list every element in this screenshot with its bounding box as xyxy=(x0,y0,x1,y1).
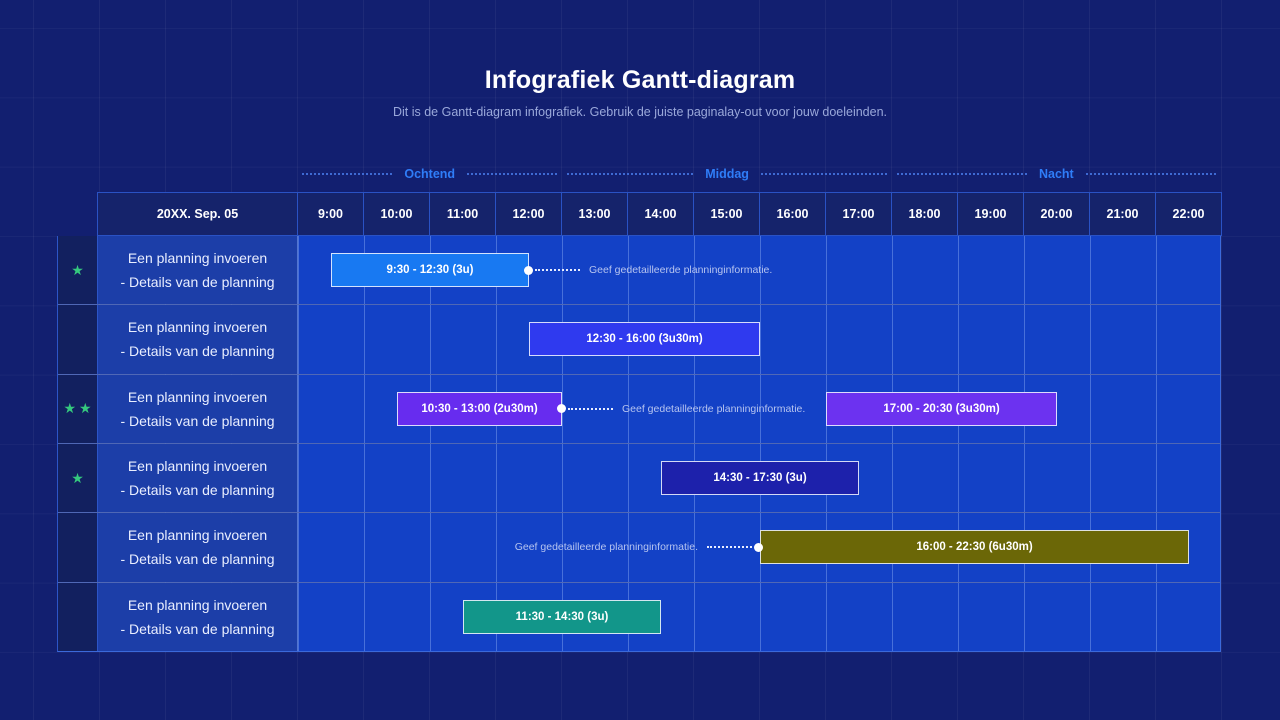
annotation-dotted-connector xyxy=(535,269,580,272)
task-row-6: Een planning invoeren - Details van de pl… xyxy=(58,582,1220,651)
phase-dotted-line xyxy=(760,173,887,175)
phase-label-ochtend: Ochtend xyxy=(404,167,456,181)
task-label-line: - Details van de planning xyxy=(120,551,275,568)
time-header-2200: 22:00 xyxy=(1155,192,1222,236)
gantt-bar[interactable]: 12:30 - 16:00 (3u30m) xyxy=(529,322,760,357)
phase-segment-middag: Middag xyxy=(562,165,891,183)
annotation-dotted-connector xyxy=(707,546,752,549)
bar-annotation: Geef gedetailleerde planninginformatie. xyxy=(524,264,779,276)
time-header-1200: 12:00 xyxy=(495,192,562,236)
annotation-dot-icon xyxy=(754,542,763,552)
phase-dotted-line xyxy=(567,173,694,175)
annotation-dot-icon xyxy=(524,265,533,275)
phase-label-nacht: Nacht xyxy=(1038,167,1074,181)
task-label-line: Een planning invoeren xyxy=(127,596,268,613)
gantt-bar[interactable]: 9:30 - 12:30 (3u) xyxy=(331,253,529,288)
annotation-text: Geef gedetailleerde planninginformatie. xyxy=(514,541,698,554)
gantt-bar[interactable]: 16:00 - 22:30 (6u30m) xyxy=(760,530,1189,565)
task-label-line: Een planning invoeren xyxy=(127,319,268,336)
annotation-text: Geef gedetailleerde planninginformatie. xyxy=(589,264,773,277)
task-row-4: ★ Een planning invoeren - Details van de p… xyxy=(58,443,1220,514)
task-label-line: Een planning invoeren xyxy=(127,458,268,475)
annotation-dot-icon xyxy=(557,404,566,414)
page-header: Infografiek Gantt-diagram Dit is de Gant… xyxy=(0,66,1280,119)
phase-segment-nacht: Nacht xyxy=(892,165,1221,183)
task-track: 12:30 - 16:00 (3u30m) xyxy=(298,305,1220,374)
gantt-bar[interactable]: 14:30 - 17:30 (3u) xyxy=(661,461,859,496)
task-label-line: - Details van de planning xyxy=(120,274,275,291)
task-label-line: Een planning invoeren xyxy=(127,388,268,405)
priority-cell: ★ xyxy=(58,443,98,513)
phase-dotted-line xyxy=(896,173,1027,175)
star-icon: ★ xyxy=(71,469,84,486)
time-header-2100: 21:00 xyxy=(1089,192,1156,236)
task-track: 14:30 - 17:30 (3u) xyxy=(298,443,1220,513)
star-icon: ★ xyxy=(63,400,76,417)
gantt-bar[interactable]: 17:00 - 20:30 (3u30m) xyxy=(826,391,1057,426)
priority-cell xyxy=(58,582,98,651)
task-label: Een planning invoeren - Details van de pl… xyxy=(98,513,298,582)
task-label: Een planning invoeren - Details van de pl… xyxy=(98,305,298,374)
time-header-1800: 18:00 xyxy=(891,192,958,236)
task-row-1: ★ Een planning invoeren - Details van de p… xyxy=(58,236,1220,306)
task-label: Een planning invoeren - Details van de pl… xyxy=(98,374,298,443)
time-header-1600: 16:00 xyxy=(759,192,826,236)
task-label: Een planning invoeren - Details van de pl… xyxy=(98,443,298,513)
bar-annotation: Geef gedetailleerde planninginformatie. xyxy=(557,403,812,415)
gantt-bar[interactable]: 11:30 - 14:30 (3u) xyxy=(463,599,661,634)
task-label-line: - Details van de planning xyxy=(120,412,275,429)
phase-band-row: Ochtend Middag Nacht xyxy=(297,165,1221,183)
task-label-line: - Details van de planning xyxy=(120,620,275,637)
task-label-line: - Details van de planning xyxy=(120,482,275,499)
star-icon: ★ xyxy=(79,400,92,417)
time-header-1500: 15:00 xyxy=(693,192,760,236)
phase-segment-ochtend: Ochtend xyxy=(297,165,562,183)
priority-cell xyxy=(58,305,98,374)
date-header-cell: 20XX. Sep. 05 xyxy=(97,192,298,236)
gantt-bar[interactable]: 10:30 - 13:00 (2u30m) xyxy=(397,391,562,426)
task-label: Een planning invoeren - Details van de pl… xyxy=(98,582,298,651)
time-header-900: 9:00 xyxy=(297,192,364,236)
phase-dotted-line xyxy=(467,173,558,175)
task-track: 9:30 - 12:30 (3u) Geef gedetailleerde pla… xyxy=(298,236,1220,305)
page-subtitle: Dit is de Gantt-diagram infografiek. Geb… xyxy=(392,105,888,119)
annotation-dotted-connector xyxy=(568,407,613,410)
task-track: 10:30 - 13:00 (2u30m) Geef gedetailleerde… xyxy=(298,374,1220,443)
task-row-5: Een planning invoeren - Details van de pl… xyxy=(58,513,1220,583)
task-track: 16:00 - 22:30 (6u30m) Geef gedetailleerde… xyxy=(298,513,1220,582)
bar-annotation: Geef gedetailleerde planninginformatie. xyxy=(508,541,763,553)
task-row-2: Een planning invoeren - Details van de pl… xyxy=(58,305,1220,375)
priority-cell xyxy=(58,513,98,582)
time-header-1100: 11:00 xyxy=(429,192,496,236)
task-label-line: - Details van de planning xyxy=(120,343,275,360)
annotation-text: Geef gedetailleerde planninginformatie. xyxy=(622,402,806,415)
star-icon: ★ xyxy=(71,261,84,278)
time-header-1000: 10:00 xyxy=(363,192,430,236)
task-track: 11:30 - 14:30 (3u) xyxy=(298,582,1220,651)
gantt-body: ★ Een planning invoeren - Details van de p… xyxy=(57,236,1221,652)
task-label: Een planning invoeren - Details van de pl… xyxy=(98,236,298,305)
time-header-2000: 20:00 xyxy=(1023,192,1090,236)
page-title: Infografiek Gantt-diagram xyxy=(484,66,796,94)
priority-cell: ★★ xyxy=(58,374,98,443)
priority-cell: ★ xyxy=(58,236,98,305)
task-label-line: Een planning invoeren xyxy=(127,250,268,267)
time-header-1700: 17:00 xyxy=(825,192,892,236)
time-header-1400: 14:00 xyxy=(627,192,694,236)
time-header-1300: 13:00 xyxy=(561,192,628,236)
phase-dotted-line xyxy=(1085,173,1216,175)
task-label-line: Een planning invoeren xyxy=(127,527,268,544)
phase-label-middag: Middag xyxy=(705,167,749,181)
time-header-1900: 19:00 xyxy=(957,192,1024,236)
task-row-3: ★★ Een planning invoeren - Details van de … xyxy=(58,374,1220,444)
phase-dotted-line xyxy=(302,173,393,175)
